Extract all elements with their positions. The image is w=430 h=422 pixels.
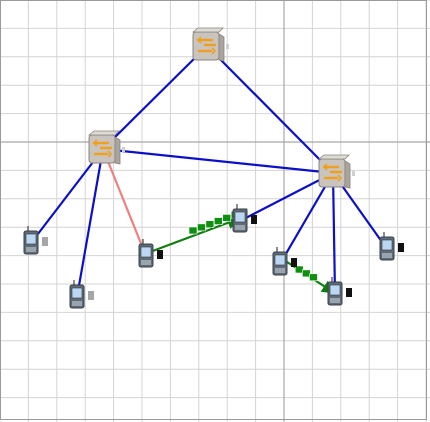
packet <box>302 269 311 278</box>
packet <box>197 223 206 232</box>
mobile-device-icon <box>232 204 248 233</box>
router-icon <box>317 154 351 189</box>
signal-indicator <box>251 215 257 224</box>
mobile-4[interactable] <box>232 204 257 233</box>
signal-indicator <box>157 250 163 259</box>
mobile-2[interactable] <box>69 280 94 309</box>
mobile-device-icon <box>23 226 39 255</box>
link-router-right-mobile-4[interactable] <box>238 171 335 223</box>
link-router-left-mobile-1[interactable] <box>29 147 105 245</box>
signal-indicator <box>346 288 352 297</box>
signal-indicator <box>88 291 94 300</box>
signal-indicator <box>291 258 297 267</box>
link-router-left-mobile-3[interactable] <box>101 147 148 258</box>
mobile-device-icon <box>327 277 343 306</box>
mobile-device-icon <box>69 280 85 309</box>
nodes-layer <box>23 27 404 309</box>
mobile-device-icon <box>379 232 395 261</box>
packet <box>188 226 198 235</box>
mobile-1[interactable] <box>23 226 48 255</box>
links-layer <box>29 44 389 299</box>
router-icon <box>191 27 225 62</box>
packet <box>309 273 318 282</box>
router-top[interactable] <box>191 27 229 62</box>
mobile-device-icon <box>138 239 154 268</box>
node-status-dot <box>122 147 125 152</box>
signal-indicator <box>398 243 404 252</box>
mobile-5[interactable] <box>272 247 297 276</box>
flow-mobile-3-mobile-4[interactable] <box>148 216 241 254</box>
link-router-right-mobile-5[interactable] <box>278 171 335 266</box>
signal-indicator <box>42 237 48 246</box>
packet <box>205 220 215 229</box>
mobile-3[interactable] <box>138 239 163 268</box>
link-router-top-router-left[interactable] <box>101 44 209 151</box>
router-right[interactable] <box>317 154 355 189</box>
mobile-device-icon <box>272 247 288 276</box>
link-router-right-mobile-6[interactable] <box>331 171 337 296</box>
packet <box>214 217 223 225</box>
link-router-top-router-right[interactable] <box>205 44 335 175</box>
link-router-left-mobile-2[interactable] <box>75 147 105 299</box>
node-status-dot <box>226 44 229 49</box>
link-router-left-router-right[interactable] <box>101 147 335 175</box>
router-icon <box>87 130 121 165</box>
router-left[interactable] <box>87 130 125 165</box>
mobile-7[interactable] <box>379 232 404 261</box>
mobile-6[interactable] <box>327 277 352 306</box>
packet <box>222 214 232 222</box>
node-status-dot <box>352 171 355 176</box>
packet <box>294 265 304 274</box>
